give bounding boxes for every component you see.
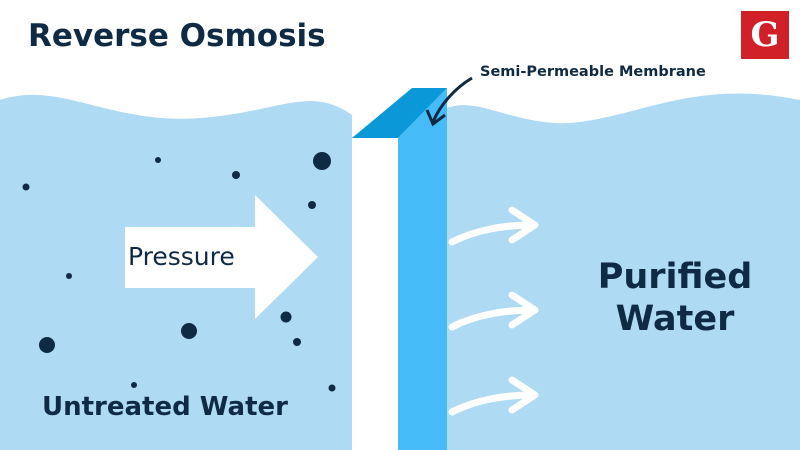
flow-arrows [448, 206, 539, 416]
page-title: Reverse Osmosis [28, 18, 326, 54]
water-right [447, 93, 800, 450]
membrane-front [352, 138, 398, 450]
pressure-arrow [125, 195, 318, 319]
brand-logo: G [741, 11, 789, 59]
membrane-side [398, 88, 447, 450]
purified-line2: Water [615, 299, 735, 339]
pressure-label: Pressure [128, 242, 235, 271]
membrane-pointer-arrow [431, 76, 473, 123]
membrane-pointer-arrowhead [425, 109, 446, 127]
purified-line1: Purified [597, 257, 753, 297]
membrane-label: Semi-Permeable Membrane [480, 64, 706, 80]
purified-water-label: Purified Water [580, 256, 770, 340]
untreated-water-label: Untreated Water [42, 392, 288, 422]
membrane-top [352, 88, 447, 138]
particles [22, 152, 336, 392]
